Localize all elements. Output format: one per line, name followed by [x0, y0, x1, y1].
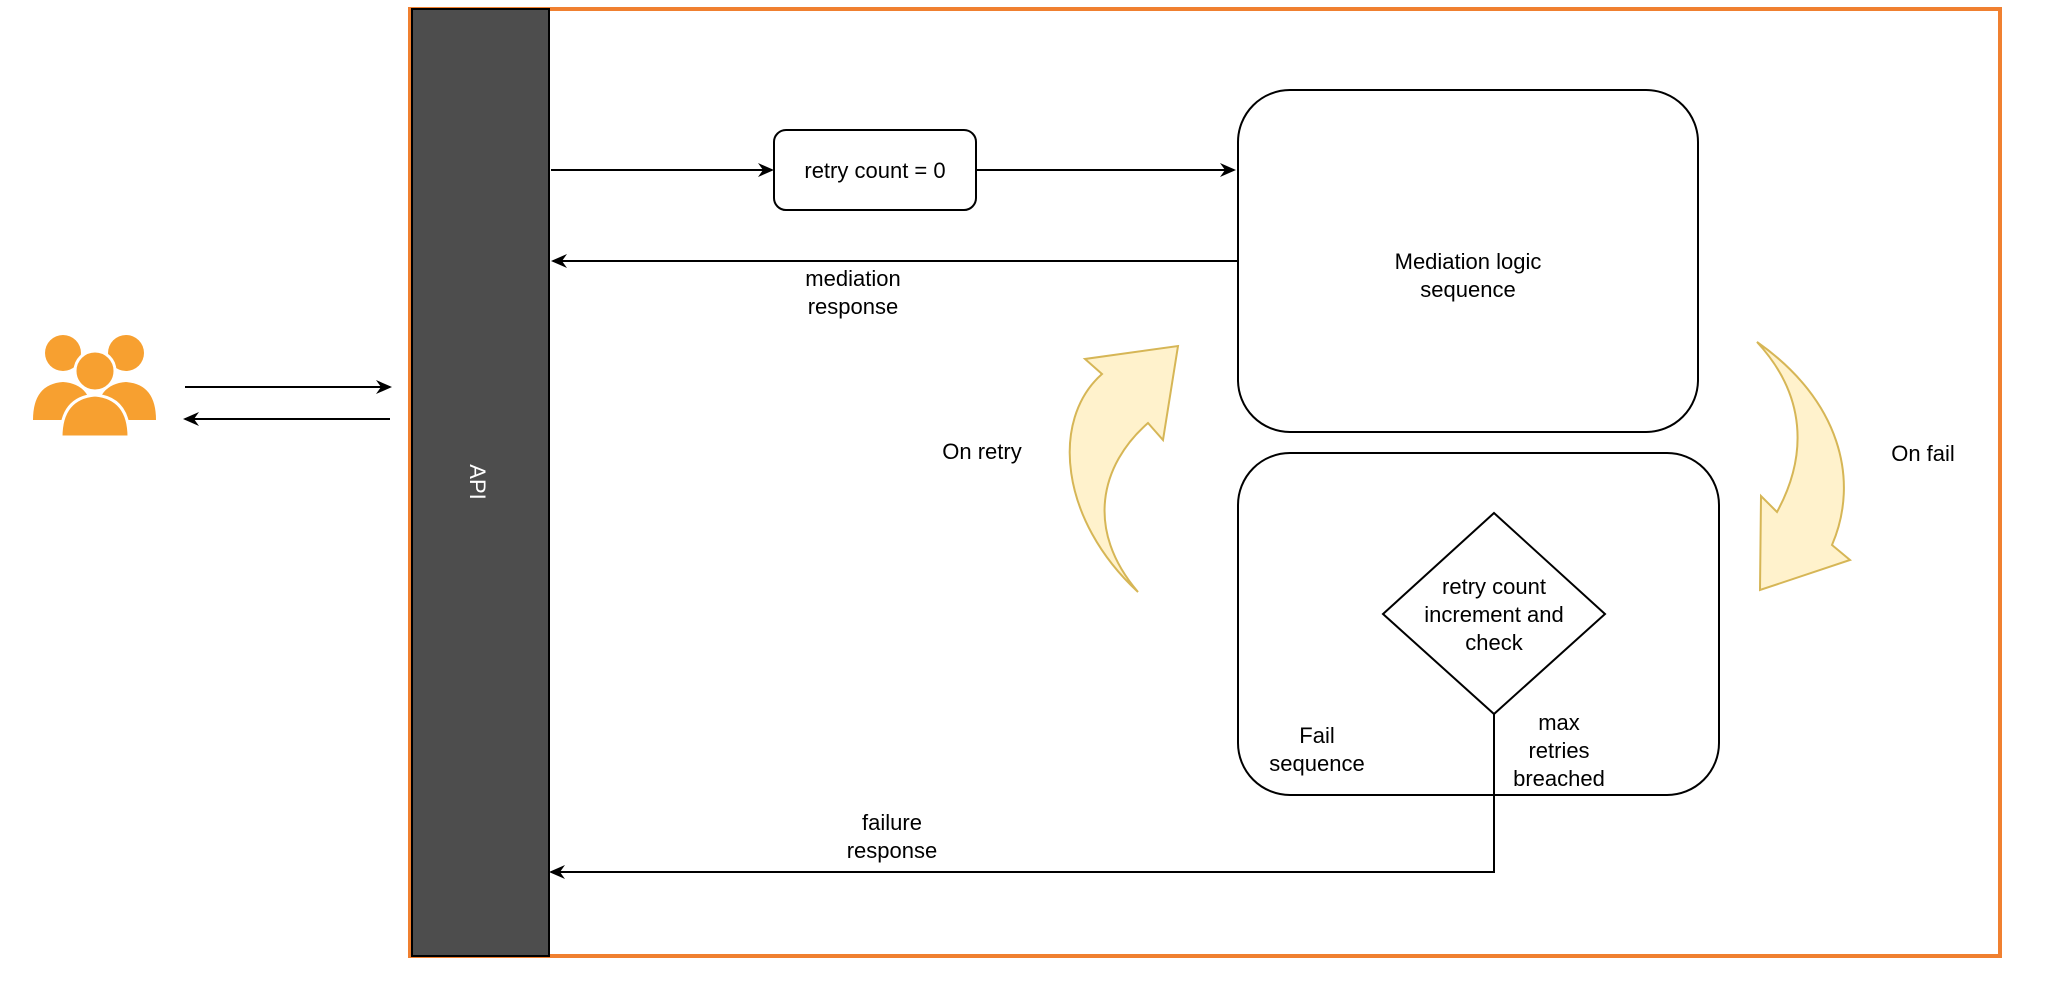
decision-line2: increment and [1424, 602, 1563, 627]
max-retries-line2: retries [1528, 738, 1589, 763]
mediation-response-line2: response [808, 294, 899, 319]
retry-init-label: retry count = 0 [804, 158, 945, 183]
mediation-label-line1: Mediation logic [1395, 249, 1542, 274]
system-boundary [408, 7, 2002, 958]
failure-response-line1: failure [862, 810, 922, 835]
on-fail-label: On fail [1891, 441, 1955, 466]
decision-line3: check [1465, 630, 1523, 655]
users-group-icon [33, 335, 156, 439]
failure-response-arrow [549, 714, 1495, 879]
fail-curved-arrow [1756, 341, 1853, 592]
max-retries-line3: breached [1513, 766, 1605, 791]
max-retries-line1: max [1538, 710, 1580, 735]
decision-line1: retry count [1442, 574, 1546, 599]
mediation-response-line1: mediation [805, 266, 900, 291]
on-retry-label: On retry [942, 439, 1021, 464]
mediation-label-line2: sequence [1420, 277, 1515, 302]
api-label: API [465, 464, 490, 499]
retry-curved-arrow [1068, 344, 1180, 593]
fail-sequence-line2: sequence [1269, 751, 1364, 776]
failure-response-line2: response [847, 838, 938, 863]
fail-sequence-line1: Fail [1299, 723, 1334, 748]
api-bar [411, 8, 550, 957]
